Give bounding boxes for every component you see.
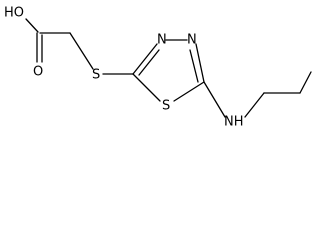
ring-sulfur-label: S	[162, 99, 170, 114]
bond-amine-propyl	[244, 92, 265, 118]
bond-ring-c2-n3-a	[132, 43, 158, 75]
hydroxyl-label: HO	[4, 6, 24, 21]
carbonyl-oxygen-label: O	[33, 65, 43, 80]
bond-c5-amine	[203, 81, 226, 118]
bond-propyl-2	[299, 71, 312, 94]
amine-label: NH	[224, 115, 244, 130]
thioether-sulfur-label: S	[92, 68, 100, 83]
bond-ring-c2-n3-b	[138, 49, 160, 76]
bond-ring-c5-s1	[173, 81, 205, 102]
ring-nitrogen-right-label: N	[187, 33, 197, 48]
bonds	[25, 18, 312, 118]
bond-oh-carboxyl	[25, 18, 39, 33]
bond-ring-n4-c5-a	[195, 43, 205, 83]
atom-labels: HO O S N N S NH	[4, 6, 244, 130]
bond-ring-n4-c5-b	[189, 49, 199, 83]
bond-ring-s1-c2	[132, 73, 161, 102]
structure-diagram: HO O S N N S NH	[4, 6, 312, 130]
bond-ch2-sulfur	[69, 32, 94, 70]
ring-nitrogen-left-label: N	[157, 33, 167, 48]
